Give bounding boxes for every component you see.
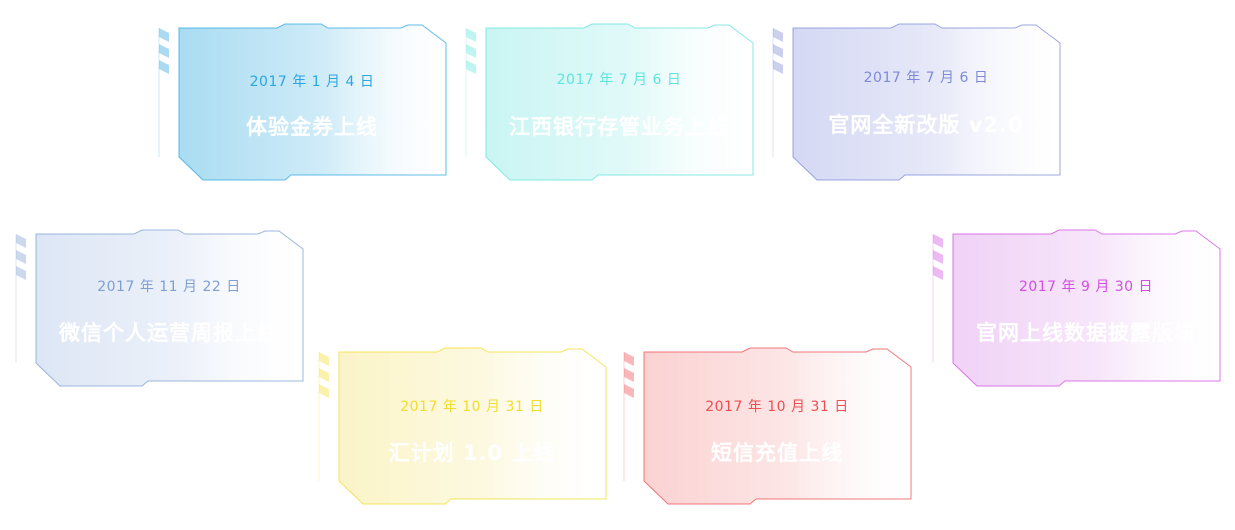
card-frame-shape — [643, 347, 912, 505]
card-stripe-icon — [159, 28, 169, 42]
milestone-title: 江西银行存管业务上线 — [509, 115, 729, 139]
milestone-date: 2017 年 1 月 4 日 — [249, 74, 375, 90]
milestone-date: 2017 年 7 月 6 日 — [556, 72, 682, 88]
card-stripe-icon — [16, 250, 26, 264]
card-frame-shape — [952, 229, 1221, 387]
card-stripe-icon — [319, 384, 329, 398]
card-stripe-icon — [319, 368, 329, 382]
card-stripe-icon — [466, 28, 476, 42]
card-stripe-icon — [159, 44, 169, 58]
milestone-date: 2017 年 7 月 6 日 — [863, 70, 989, 86]
card-stripe-icon — [466, 60, 476, 74]
card-stripe-icon — [933, 266, 943, 280]
card-stripe-icon — [16, 234, 26, 248]
milestone-title: 短信充值上线 — [711, 441, 843, 465]
card-stripe-icon — [933, 250, 943, 264]
card-frame-shape — [338, 347, 607, 505]
card-frame — [318, 347, 607, 505]
milestone-card-7: 2017 年 10 月 31 日 短信充值上线 — [623, 346, 913, 508]
milestone-title: 官网全新改版 v2.0 — [828, 113, 1024, 137]
card-frame — [158, 23, 447, 181]
card-stripe-icon — [624, 352, 634, 366]
card-stripe-icon — [624, 368, 634, 382]
card-frame — [465, 23, 754, 181]
card-stripe-icon — [933, 234, 943, 248]
milestone-title: 体验金券上线 — [246, 115, 378, 139]
card-stripe-icon — [466, 44, 476, 58]
card-stripe-icon — [624, 384, 634, 398]
card-stripe-icon — [773, 28, 783, 42]
card-frame-shape — [35, 229, 304, 387]
milestone-title: 微信个人运营周报上线 — [59, 321, 279, 345]
milestone-card-6: 2017 年 10 月 31 日 汇计划 1.0 上线 — [318, 346, 608, 508]
milestone-card-3: 2017 年 7 月 6 日 官网全新改版 v2.0 — [772, 22, 1062, 184]
card-stripe-icon — [773, 44, 783, 58]
milestone-title: 官网上线数据披露版块 — [976, 321, 1196, 345]
card-frame — [932, 229, 1221, 387]
milestone-title: 汇计划 1.0 上线 — [388, 441, 556, 465]
card-frame-shape — [485, 23, 754, 181]
card-frame — [623, 347, 912, 505]
milestone-date: 2017 年 10 月 31 日 — [400, 399, 544, 415]
card-stripe-icon — [16, 266, 26, 280]
card-frame — [15, 229, 304, 387]
milestone-card-2: 2017 年 7 月 6 日 江西银行存管业务上线 — [465, 22, 755, 184]
milestone-date: 2017 年 9 月 30 日 — [1018, 279, 1154, 295]
milestone-date: 2017 年 10 月 31 日 — [705, 399, 849, 415]
card-frame — [772, 23, 1061, 181]
milestone-card-5: 2017 年 9 月 30 日 官网上线数据披露版块 — [932, 228, 1222, 390]
card-stripe-icon — [319, 352, 329, 366]
card-frame-shape — [792, 23, 1061, 181]
milestone-card-1: 2017 年 1 月 4 日 体验金券上线 — [158, 22, 448, 184]
card-frame-shape — [178, 23, 447, 181]
milestone-card-4: 2017 年 11 月 22 日 微信个人运营周报上线 — [15, 228, 305, 390]
milestone-date: 2017 年 11 月 22 日 — [97, 279, 241, 295]
card-stripe-icon — [159, 60, 169, 74]
card-stripe-icon — [773, 60, 783, 74]
